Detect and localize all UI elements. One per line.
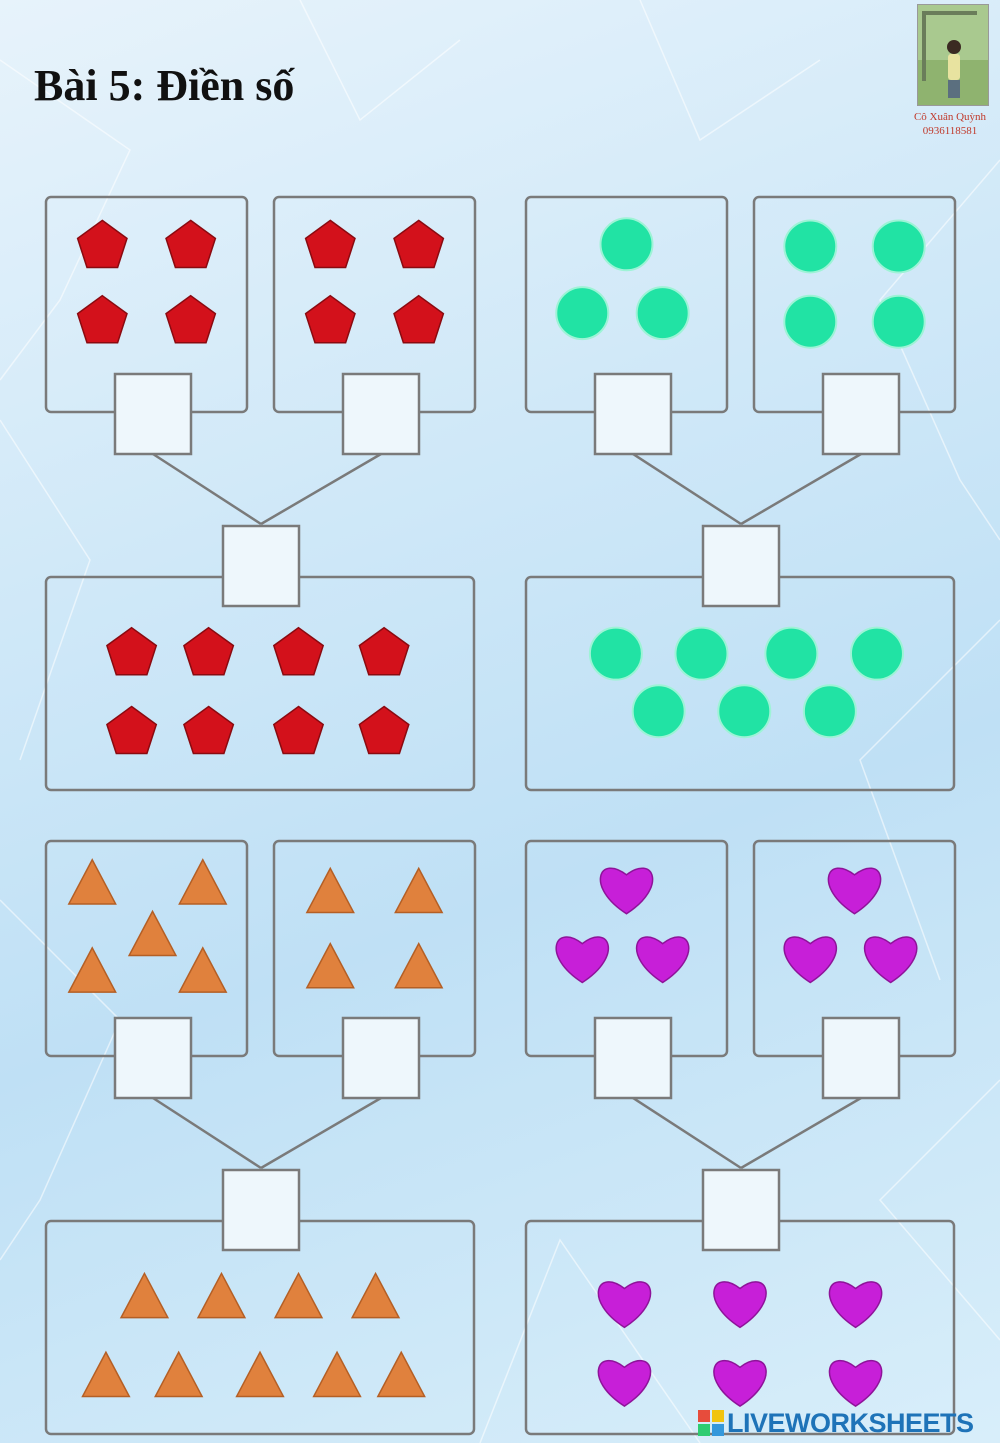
circles-left-circle-2 [555,286,610,341]
author-phone: 0936118581 [922,125,978,137]
circles-total-box [524,575,956,792]
circles-total-circle-1 [588,626,643,681]
triangles-left-triangle-3 [127,909,178,957]
triangles-total-triangle-7 [235,1350,285,1398]
author-photo [917,4,989,106]
triangles-total-triangle-1 [119,1271,170,1319]
circles-right-answer-box[interactable] [821,372,901,456]
triangles-left-triangle-1 [67,858,117,905]
circles-left-answer-box[interactable] [593,372,673,456]
triangles-connector-right [260,1096,382,1170]
pentagons-total-box [44,575,476,792]
pentagons-total-pentagon-4 [358,626,410,676]
pentagons-total-pentagon-7 [272,705,325,755]
pentagons-total-pentagon-8 [358,705,410,755]
hearts-left-answer-box[interactable] [593,1016,673,1100]
triangles-right-triangle-2 [394,866,444,914]
triangles-total-triangle-5 [81,1350,131,1398]
pentagons-right-pentagon-4 [393,294,445,344]
author-name: Cô Xuân Quỳnh [913,111,987,123]
hearts-right-heart-1 [827,867,882,915]
circles-left-circle-3 [635,286,690,341]
triangles-total-triangle-4 [350,1271,401,1319]
triangles-right-triangle-4 [394,941,444,989]
triangles-left-triangle-4 [67,946,117,993]
circles-right-circle-2 [871,219,926,274]
pentagons-total-answer-box[interactable] [221,524,301,608]
triangles-right-answer-box[interactable] [341,1016,421,1100]
triangles-total-triangle-2 [196,1271,247,1319]
triangles-right-triangle-3 [305,941,355,989]
pentagons-right-pentagon-3 [304,294,356,344]
triangles-left-answer-box[interactable] [113,1016,193,1100]
hearts-left-heart-3 [635,936,690,984]
circles-total-circle-4 [849,626,904,681]
triangles-left-triangle-5 [178,946,228,993]
pentagons-left-pentagon-4 [165,294,217,344]
triangles-total-triangle-9 [376,1350,426,1398]
liveworksheets-logo: LIVEWORKSHEETS [698,1405,974,1441]
page-title: Bài 5: Điền số [34,61,295,110]
pentagons-total-pentagon-3 [272,626,325,676]
hearts-left-heart-2 [555,936,610,984]
triangles-total-answer-box[interactable] [221,1168,301,1252]
pentagons-right-answer-box[interactable] [341,372,421,456]
pentagons-total-pentagon-2 [183,626,235,676]
liveworksheets-logo-icon [698,1410,724,1436]
hearts-total-heart-6 [828,1360,883,1408]
pentagons-connector-left [152,452,262,526]
hearts-right-answer-box[interactable] [821,1016,901,1100]
pentagons-total-pentagon-5 [106,705,158,755]
hearts-right-heart-3 [863,936,918,984]
hearts-total-heart-1 [597,1281,652,1329]
hearts-total-answer-box[interactable] [701,1168,781,1252]
pentagons-total-pentagon-1 [106,626,158,676]
pentagons-left-pentagon-1 [76,219,128,269]
pentagons-left-answer-box[interactable] [113,372,193,456]
hearts-total-heart-5 [713,1360,767,1408]
circles-left-circle-1 [599,217,654,272]
circles-total-circle-6 [717,684,772,739]
hearts-total-heart-2 [713,1281,767,1329]
liveworksheets-text: LIVEWORKSHEETS [727,1407,974,1438]
hearts-left-heart-1 [599,867,654,915]
pentagons-left-pentagon-3 [76,294,128,344]
hearts-total-heart-3 [828,1281,883,1329]
triangles-left-triangle-2 [178,858,228,905]
circles-total-circle-5 [631,684,686,739]
triangles-total-triangle-6 [154,1350,204,1398]
circles-connector-right [740,452,862,526]
triangles-total-triangle-3 [273,1271,324,1319]
pentagons-left-pentagon-2 [165,219,217,269]
circles-right-circle-3 [783,294,838,349]
circles-total-circle-3 [764,626,819,681]
hearts-connector-left [632,1096,742,1170]
triangles-total-triangle-8 [312,1350,362,1398]
circles-total-circle-2 [674,626,729,681]
pentagons-connector-right [260,452,382,526]
hearts-right-heart-2 [783,936,838,984]
circles-connector-left [632,452,742,526]
author-credit: Cô Xuân Quỳnh 0936118581 [900,110,1000,138]
triangles-right-triangle-1 [305,866,355,914]
circles-right-circle-1 [783,219,838,274]
circles-total-answer-box[interactable] [701,524,781,608]
triangles-connector-left [152,1096,262,1170]
hearts-total-heart-4 [597,1360,652,1408]
hearts-connector-right [740,1096,862,1170]
pentagons-right-pentagon-2 [393,219,445,269]
circles-right-circle-4 [871,294,926,349]
circles-total-circle-7 [802,684,857,739]
pentagons-right-pentagon-1 [304,219,356,269]
pentagons-total-pentagon-6 [183,705,235,755]
triangles-total-box [44,1219,476,1436]
